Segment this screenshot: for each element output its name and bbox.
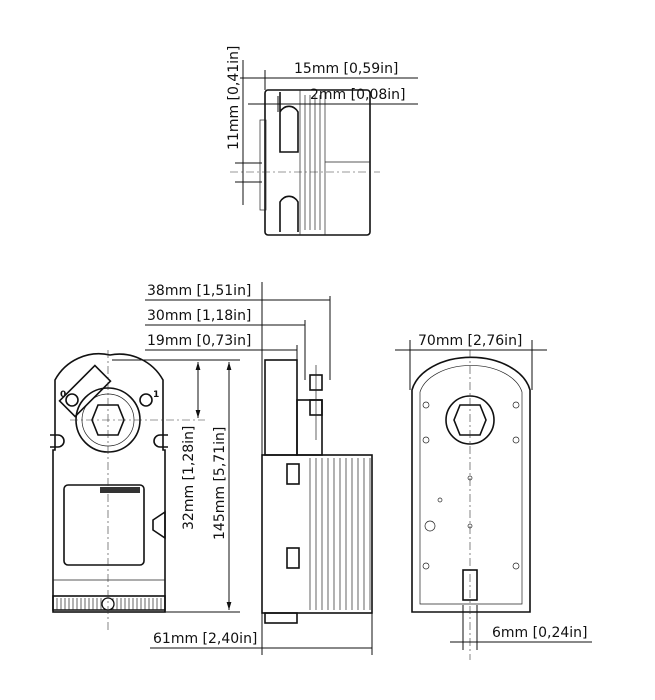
top-view-ribs — [304, 95, 321, 230]
top-view: 15mm [0,59in] 2mm [0,08in] 11mm [0,41in] — [226, 46, 418, 236]
dim-70mm: 70mm [2,76in] — [418, 333, 522, 349]
dim-11mm: 11mm [0,41in] — [226, 46, 242, 150]
dim-2mm: 2mm [0,08in] — [310, 87, 406, 103]
dim-145mm: 145mm [5,71in] — [212, 427, 228, 540]
rear-view: 70mm [2,76in] 6mm [0,24in] — [395, 333, 592, 660]
scale-label-0: 0 — [60, 390, 66, 400]
side-view: 38mm [1,51in] 30mm [1,18in] 19mm [0,73in… — [145, 282, 373, 655]
dim-32mm: 32mm [1,28in] — [181, 426, 197, 530]
front-view: 0 1 32mm [1,28in] 145mm [5,71in] — [50, 350, 240, 630]
dim-19mm: 19mm [0,73in] — [147, 333, 251, 349]
side-ribs — [309, 458, 371, 610]
dim-61mm: 61mm [2,40in] — [153, 631, 257, 647]
brand-label — [100, 487, 140, 493]
scale-label-1: 1 — [153, 390, 159, 400]
dim-15mm: 15mm [0,59in] — [294, 61, 398, 77]
dim-30mm: 30mm [1,18in] — [147, 308, 251, 324]
dim-6mm: 6mm [0,24in] — [492, 625, 588, 641]
dim-38mm: 38mm [1,51in] — [147, 283, 251, 299]
